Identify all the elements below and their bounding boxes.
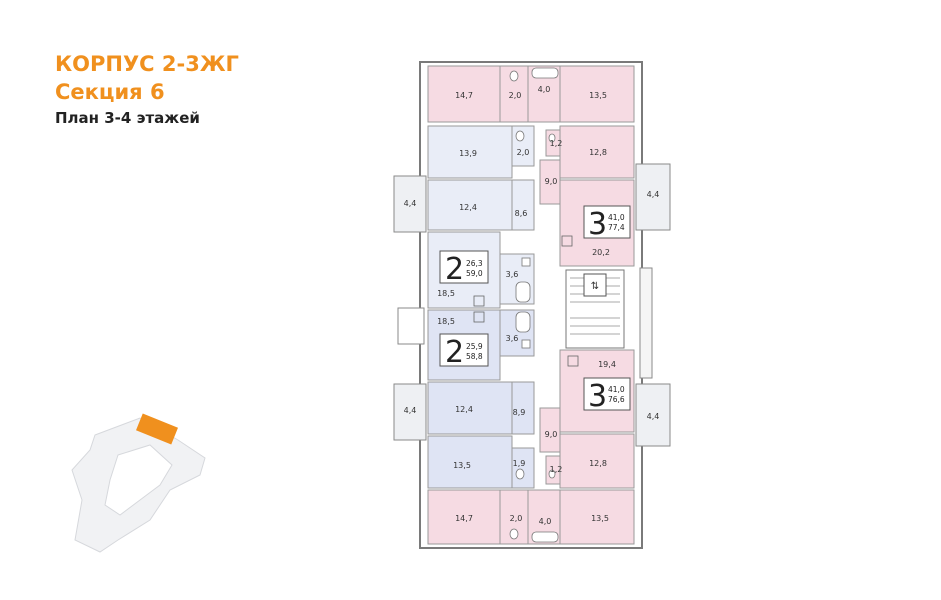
area-label: 4,4 bbox=[404, 199, 417, 208]
apartment-total: 76,6 bbox=[608, 395, 625, 404]
plan-title: План 3-4 этажей bbox=[55, 109, 200, 127]
bathtub-icon bbox=[531, 531, 559, 543]
title-block: КОРПУС 2-3ЖГ Секция 6 План 3-4 этажей bbox=[55, 50, 239, 130]
apartment-living: 41,0 bbox=[608, 385, 625, 394]
stove-icon bbox=[473, 311, 485, 323]
area-label: 14,7 bbox=[455, 514, 473, 523]
toilet-icon bbox=[515, 130, 525, 142]
stove-icon bbox=[473, 295, 485, 307]
apartment-badge[interactable]: 3 41,0 76,6 bbox=[583, 377, 631, 414]
apartment-living: 41,0 bbox=[608, 213, 625, 222]
room-left-2[interactable] bbox=[427, 125, 513, 179]
site-minimap[interactable] bbox=[71, 413, 206, 553]
elevator bbox=[583, 273, 607, 297]
hall-left-top[interactable] bbox=[511, 179, 535, 231]
apartment-badge[interactable]: 2 26,3 59,0 bbox=[439, 250, 489, 287]
apartment-rooms: 3 bbox=[588, 379, 607, 414]
area-label: 4,0 bbox=[538, 85, 551, 94]
apartment-living: 25,9 bbox=[466, 342, 483, 351]
bathtub-icon bbox=[515, 281, 531, 303]
area-label: 13,5 bbox=[589, 91, 607, 100]
area-label: 4,4 bbox=[404, 406, 417, 415]
area-label: 1,2 bbox=[550, 139, 563, 148]
area-label: 14,7 bbox=[455, 91, 473, 100]
toilet-icon bbox=[548, 469, 556, 479]
elevator-icon: ⇅ bbox=[591, 281, 599, 292]
area-label: 18,5 bbox=[437, 289, 455, 298]
area-label: 4,4 bbox=[647, 412, 660, 421]
toilet-icon bbox=[548, 133, 556, 143]
area-labels: 14,7 2,0 4,0 13,5 13,9 2,0 1,2 12,8 9,0 … bbox=[404, 85, 660, 526]
apartment-rooms: 2 bbox=[445, 252, 464, 287]
sink-icon bbox=[521, 339, 531, 349]
area-label: 3,6 bbox=[506, 334, 519, 343]
wc-left-2[interactable] bbox=[511, 125, 535, 167]
balcony-right-bottom bbox=[635, 383, 671, 447]
area-label: 1,9 bbox=[513, 459, 526, 468]
room-left-6[interactable] bbox=[427, 435, 513, 489]
area-label: 20,2 bbox=[592, 248, 610, 257]
toilet-icon bbox=[509, 528, 519, 540]
right-wall-niche bbox=[639, 267, 653, 379]
area-label: 2,0 bbox=[510, 514, 523, 523]
area-label: 13,9 bbox=[459, 149, 477, 158]
room-right-2[interactable] bbox=[559, 125, 635, 179]
area-label: 4,0 bbox=[539, 517, 552, 526]
apartment-living: 26,3 bbox=[466, 259, 483, 268]
balcony-right-top bbox=[635, 163, 671, 231]
area-label: 8,6 bbox=[515, 209, 528, 218]
room-left-3[interactable] bbox=[427, 179, 513, 231]
toilet-icon bbox=[515, 468, 525, 480]
room-right-6[interactable] bbox=[559, 433, 635, 489]
apartment-rooms: 2 bbox=[445, 335, 464, 370]
area-label: 9,0 bbox=[545, 430, 558, 439]
room-top-left[interactable] bbox=[427, 65, 501, 123]
apartment-rooms: 3 bbox=[588, 207, 607, 242]
sink-icon bbox=[521, 257, 531, 267]
area-label: 4,4 bbox=[647, 190, 660, 199]
bathtub-icon bbox=[515, 311, 531, 333]
apartment-badge[interactable]: 3 41,0 77,4 bbox=[583, 205, 631, 242]
wc-bottom[interactable] bbox=[499, 489, 529, 545]
area-label: 12,4 bbox=[459, 203, 477, 212]
area-label: 8,9 bbox=[513, 408, 526, 417]
area-label: 12,8 bbox=[589, 148, 607, 157]
toilet-icon bbox=[509, 70, 519, 82]
hall-left-bottom[interactable] bbox=[511, 381, 535, 435]
area-label: 13,5 bbox=[591, 514, 609, 523]
section-title: Секция 6 bbox=[55, 80, 165, 104]
room-bottom-right[interactable] bbox=[559, 489, 635, 545]
apartment-badge[interactable]: 2 25,9 58,8 bbox=[439, 333, 489, 370]
area-label: 3,6 bbox=[506, 270, 519, 279]
area-label: 9,0 bbox=[545, 177, 558, 186]
area-label: 12,8 bbox=[589, 459, 607, 468]
balcony-left-top bbox=[393, 175, 427, 233]
wc-top[interactable] bbox=[499, 65, 529, 123]
area-label: 19,4 bbox=[598, 360, 616, 369]
apartment-total: 59,0 bbox=[466, 269, 483, 278]
section-highlight bbox=[136, 413, 178, 445]
hall-right-bottom[interactable] bbox=[539, 407, 561, 453]
bathtub-icon bbox=[531, 67, 559, 79]
area-label: 13,5 bbox=[453, 461, 471, 470]
apartment-total: 58,8 bbox=[466, 352, 483, 361]
stove-icon bbox=[567, 355, 579, 367]
area-label: 2,0 bbox=[517, 148, 530, 157]
room-left-5[interactable] bbox=[427, 381, 513, 435]
building-title: КОРПУС 2-3ЖГ bbox=[55, 52, 239, 76]
stove-icon bbox=[561, 235, 573, 247]
area-label: 18,5 bbox=[437, 317, 455, 326]
loggia-left bbox=[397, 307, 425, 345]
area-label: 12,4 bbox=[455, 405, 473, 414]
apartment-total: 77,4 bbox=[608, 223, 625, 232]
area-label: 2,0 bbox=[509, 91, 522, 100]
wc-left-6[interactable] bbox=[511, 447, 535, 489]
room-top-right[interactable] bbox=[559, 65, 635, 123]
area-label: 1,2 bbox=[550, 465, 563, 474]
balcony-left-bottom bbox=[393, 383, 427, 441]
